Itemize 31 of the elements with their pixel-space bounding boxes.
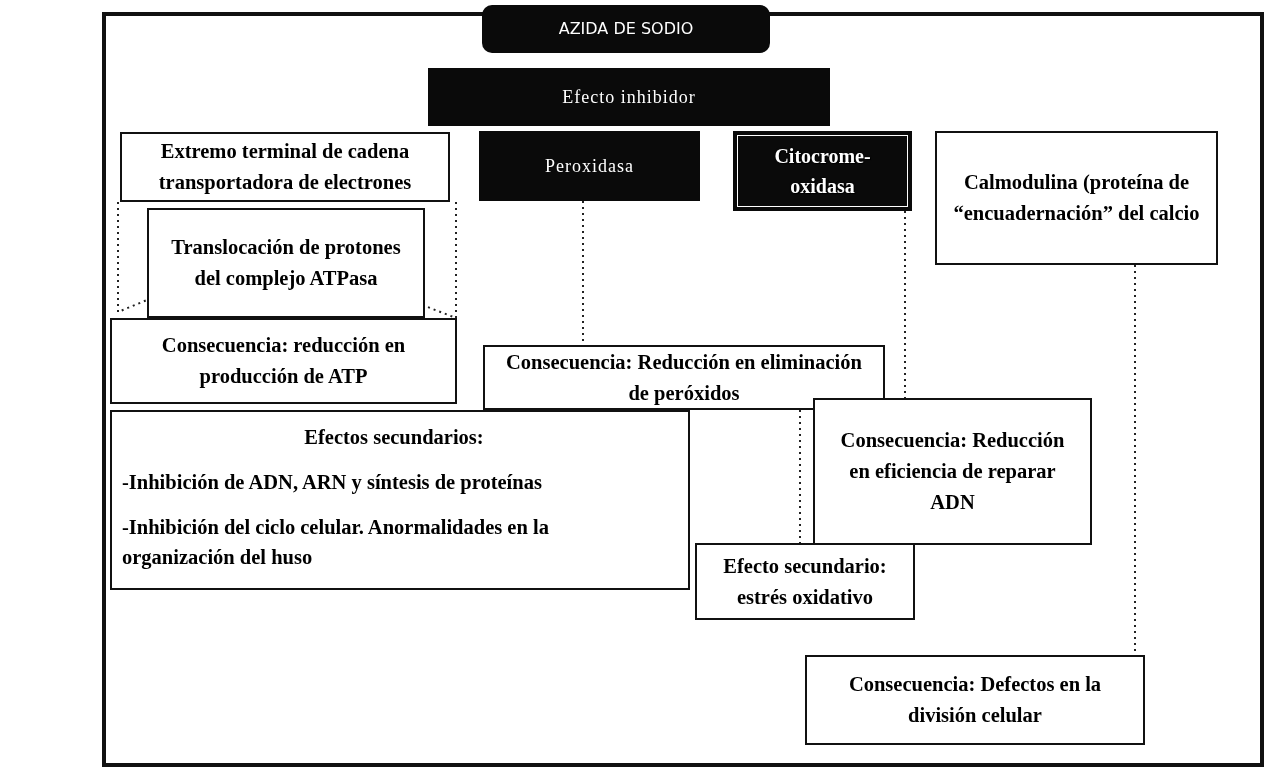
text-box — [813, 398, 1092, 545]
node-text: Efecto inhibidor — [562, 85, 696, 109]
label-box — [733, 131, 912, 211]
label-box — [428, 68, 830, 126]
text-box — [120, 132, 450, 202]
node-text: Consecuencia: Defectos en la división celular — [847, 672, 1103, 728]
node-text: Consecuencia: Reducción en eficiencia de reparar ADN — [839, 428, 1066, 515]
node-text: Citocrome-oxidasa — [773, 144, 872, 199]
node-text: Consecuencia: reducción en producción de ATP — [160, 333, 407, 390]
text-box — [147, 208, 425, 318]
node-text: AZIDA DE SODIO — [558, 18, 694, 40]
text-box — [805, 655, 1145, 745]
node-text: Efecto secundario: estrés oxidativo — [722, 553, 888, 610]
text-box — [695, 543, 915, 620]
node-text: Calmodulina (proteína de “encuadernación” del calcio — [953, 170, 1200, 226]
text-box — [483, 345, 885, 410]
node-text: Extremo terminal de cadena transportadora de electrones — [157, 139, 413, 196]
bullet-text: -Inhibición de ADN, ARN y síntesis de proteínas — [122, 469, 543, 496]
node-text: Translocación de protones del complejo ATPasa — [170, 235, 402, 292]
text-box — [110, 410, 690, 590]
connector-line — [117, 201, 148, 314]
node-text: Peroxidasa — [545, 154, 634, 178]
text-box — [935, 131, 1218, 265]
node-text: Consecuencia: Reducción en eliminación de peróxidos — [505, 349, 863, 407]
heading-text: Efectos secundarios: — [303, 425, 485, 450]
text-box — [110, 318, 457, 404]
label-box — [479, 131, 700, 201]
connector-line — [904, 210, 906, 399]
bullet-text: -Inhibición del ciclo celular. Anormalidades en la organización del huso — [122, 514, 550, 571]
connector-line — [799, 409, 801, 544]
label-box — [482, 5, 770, 53]
